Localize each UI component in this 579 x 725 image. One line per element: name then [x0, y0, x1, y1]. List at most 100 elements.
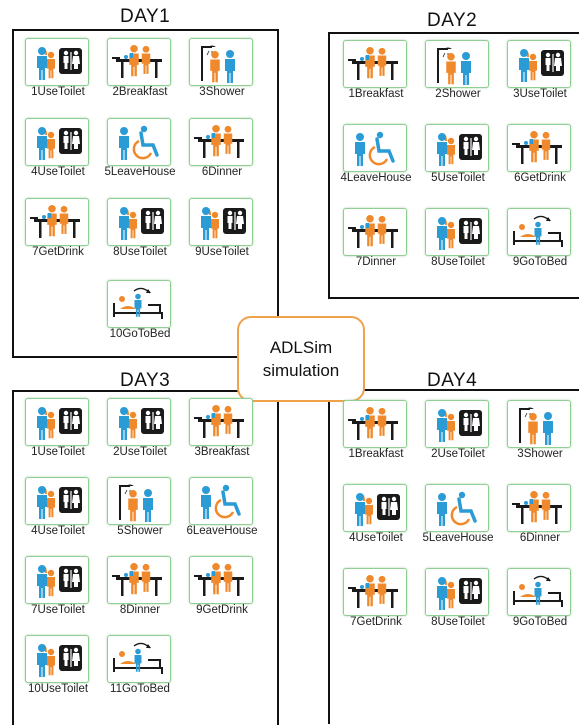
activity-label: 6Dinner	[201, 166, 243, 178]
activity-item: 4LeaveHouse	[337, 124, 413, 190]
day4-title: DAY4	[427, 370, 478, 391]
meal-icon	[343, 400, 407, 448]
toilet-icon	[425, 208, 489, 256]
activity-item: 9GoToBed	[501, 208, 577, 274]
activity-item: 3Shower	[501, 400, 577, 466]
activity-label: 7GetDrink	[350, 616, 402, 628]
activity-item: 1Breakfast	[337, 400, 413, 466]
meal-icon	[343, 40, 407, 88]
activity-item: 5LeaveHouse	[419, 484, 495, 550]
activity-label: 8Dinner	[119, 604, 161, 616]
shower-icon	[107, 477, 171, 525]
bed-icon	[107, 280, 171, 328]
activity-label: 4UseToilet	[31, 525, 85, 537]
activity-label: 4UseToilet	[31, 166, 85, 178]
activity-label: 2UseToilet	[113, 446, 167, 458]
activity-item: 6GetDrink	[501, 124, 577, 190]
activity-label: 4LeaveHouse	[340, 172, 412, 184]
activity-label: 2Breakfast	[112, 86, 168, 98]
toilet-icon	[107, 198, 171, 246]
center-line2: simulation	[262, 361, 340, 380]
activity-label: 7UseToilet	[31, 604, 85, 616]
activity-item: 1UseToilet	[19, 38, 95, 104]
activity-item: 9GetDrink	[183, 556, 259, 622]
activity-item: 4UseToilet	[19, 477, 95, 543]
activity-label: 9GetDrink	[196, 604, 248, 616]
wheelchair-icon	[343, 124, 407, 172]
activity-label: 3Breakfast	[194, 446, 250, 458]
activity-label: 1Breakfast	[348, 448, 404, 460]
activity-label: 7Dinner	[355, 256, 397, 268]
activity-label: 8UseToilet	[113, 246, 167, 258]
activity-item: 5Shower	[101, 477, 177, 543]
toilet-icon	[507, 40, 571, 88]
activity-label: 3Shower	[517, 448, 563, 460]
activity-label: 10UseToilet	[27, 683, 89, 695]
activity-item: 2UseToilet	[419, 400, 495, 466]
bed-icon	[507, 568, 571, 616]
activity-label: 5UseToilet	[431, 172, 485, 184]
meal-icon	[189, 398, 253, 446]
activity-label: 8UseToilet	[431, 256, 485, 268]
activity-item: 3Shower	[183, 38, 259, 104]
shower-icon	[507, 400, 571, 448]
activity-item: 11GoToBed	[101, 635, 177, 701]
activity-item: 1UseToilet	[19, 398, 95, 464]
activity-label: 5Shower	[117, 525, 163, 537]
day3-title: DAY3	[120, 370, 171, 391]
wheelchair-icon	[425, 484, 489, 532]
activity-label: 11GoToBed	[110, 683, 170, 695]
activity-label: 9UseToilet	[195, 246, 249, 258]
activity-item: 3Breakfast	[183, 398, 259, 464]
meal-icon	[343, 568, 407, 616]
activity-item: 9GoToBed	[501, 568, 577, 634]
activity-item: 9UseToilet	[183, 198, 259, 264]
activity-item: 7GetDrink	[337, 568, 413, 634]
activity-label: 6GetDrink	[514, 172, 566, 184]
activity-item: 6Dinner	[183, 118, 259, 184]
activity-item: 10UseToilet	[19, 635, 95, 701]
activity-item: 6Dinner	[501, 484, 577, 550]
toilet-icon	[25, 556, 89, 604]
toilet-icon	[343, 484, 407, 532]
shower-icon	[425, 40, 489, 88]
wheelchair-icon	[189, 477, 253, 525]
activity-item: 2UseToilet	[101, 398, 177, 464]
activity-label: 3UseToilet	[513, 88, 567, 100]
activity-item: 8UseToilet	[101, 198, 177, 264]
activity-label: 9GoToBed	[512, 256, 568, 268]
activity-label: 9GoToBed	[512, 616, 568, 628]
toilet-icon	[425, 124, 489, 172]
bed-icon	[507, 208, 571, 256]
meal-icon	[189, 556, 253, 604]
activity-item: 7GetDrink	[19, 198, 95, 264]
activity-label: 7GetDrink	[32, 246, 84, 258]
meal-icon	[507, 124, 571, 172]
activity-item: 5LeaveHouse	[101, 118, 177, 184]
activity-item: 5UseToilet	[419, 124, 495, 190]
activity-item: 7UseToilet	[19, 556, 95, 622]
activity-label: 1UseToilet	[31, 86, 85, 98]
activity-item: 4UseToilet	[337, 484, 413, 550]
activity-label: 8UseToilet	[431, 616, 485, 628]
toilet-icon	[25, 477, 89, 525]
wheelchair-icon	[107, 118, 171, 166]
meal-icon	[107, 556, 171, 604]
toilet-icon	[425, 568, 489, 616]
activity-label: 2Shower	[435, 88, 481, 100]
shower-icon	[189, 38, 253, 86]
toilet-icon	[189, 198, 253, 246]
meal-icon	[107, 38, 171, 86]
activity-item: 1Breakfast	[337, 40, 413, 106]
toilet-icon	[25, 398, 89, 446]
activity-label: 3Shower	[199, 86, 245, 98]
toilet-icon	[425, 400, 489, 448]
meal-icon	[507, 484, 571, 532]
activity-item: 8Dinner	[101, 556, 177, 622]
activity-label: 2UseToilet	[431, 448, 485, 460]
toilet-icon	[25, 118, 89, 166]
meal-icon	[343, 208, 407, 256]
activity-item: 2Shower	[419, 40, 495, 106]
activity-item: 7Dinner	[337, 208, 413, 274]
activity-label: 10GoToBed	[109, 328, 171, 340]
